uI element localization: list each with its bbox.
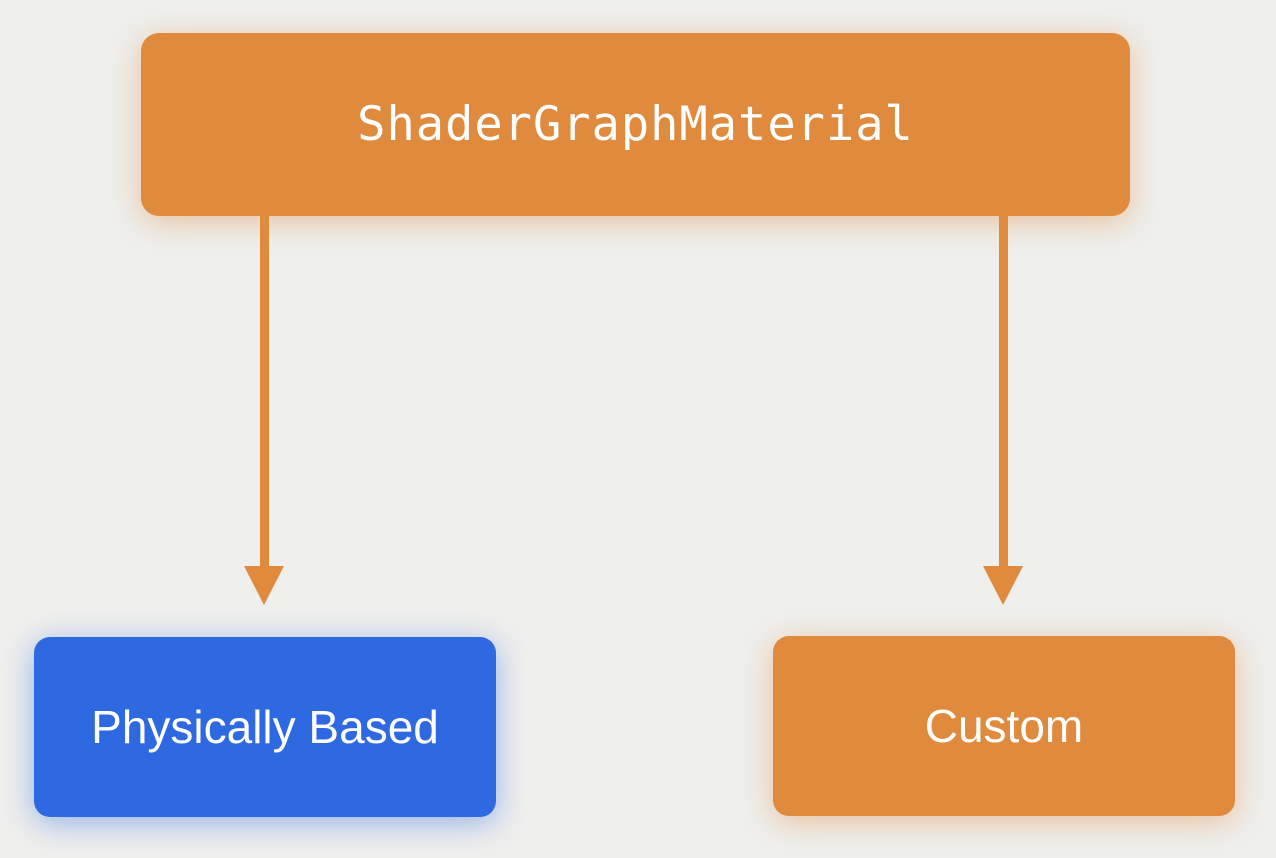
- arrow-line: [259, 216, 269, 569]
- node-physically-based: Physically Based: [34, 637, 496, 817]
- node-custom: Custom: [773, 636, 1235, 816]
- physically-based-label: Physically Based: [91, 701, 439, 753]
- arrow-to-custom: [983, 216, 1023, 605]
- arrow-head-icon: [983, 566, 1023, 605]
- node-shader-graph-material: ShaderGraphMaterial: [141, 33, 1130, 216]
- root-node-label: ShaderGraphMaterial: [357, 97, 914, 152]
- custom-label: Custom: [924, 700, 1084, 752]
- arrow-head-icon: [244, 566, 284, 605]
- arrow-to-physically-based: [244, 216, 284, 605]
- arrow-line: [998, 216, 1008, 569]
